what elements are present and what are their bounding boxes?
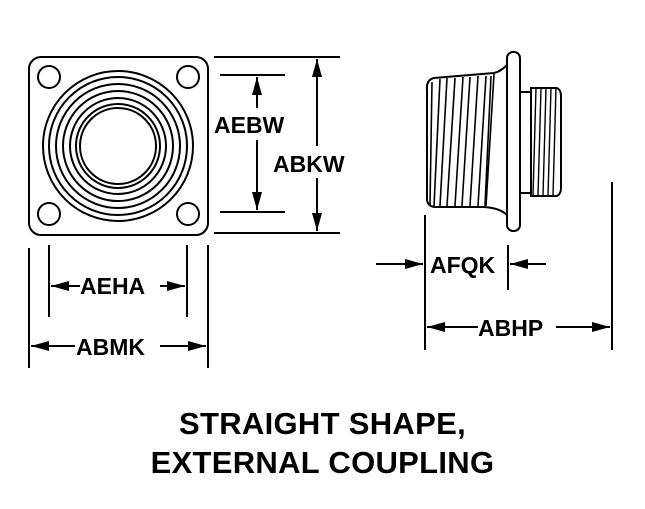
threaded-body (425, 62, 508, 218)
dimension-label-abkw: ABKW (273, 151, 345, 177)
dimension-label-aeha: AEHA (80, 273, 145, 299)
mounting-hole-bl (37, 202, 61, 226)
horizontal-dimensions-front (28, 245, 209, 368)
dimension-label-abhp: ABHP (478, 315, 543, 341)
rear-thread-lines (532, 87, 557, 197)
mounting-hole-tl (37, 65, 61, 89)
mounting-hole-br (176, 202, 200, 226)
side-view (425, 51, 562, 232)
square-flange (28, 56, 209, 236)
thread-lines (429, 73, 495, 207)
vertical-dimensions (214, 56, 340, 234)
flange-plate (506, 51, 521, 232)
dimension-label-aebw: AEBW (214, 112, 285, 138)
dimension-label-afqk: AFQK (430, 252, 496, 278)
horizontal-dimensions-side (376, 182, 613, 350)
caption-line-2: EXTERNAL COUPLING (150, 445, 495, 480)
caption-line-1: STRAIGHT SHAPE, (179, 406, 466, 441)
mounting-hole-tr (176, 65, 200, 89)
dimension-label-abmk: ABMK (76, 334, 145, 360)
front-view (28, 56, 209, 236)
concentric-rings (42, 70, 194, 222)
rear-threaded-section (530, 87, 562, 197)
